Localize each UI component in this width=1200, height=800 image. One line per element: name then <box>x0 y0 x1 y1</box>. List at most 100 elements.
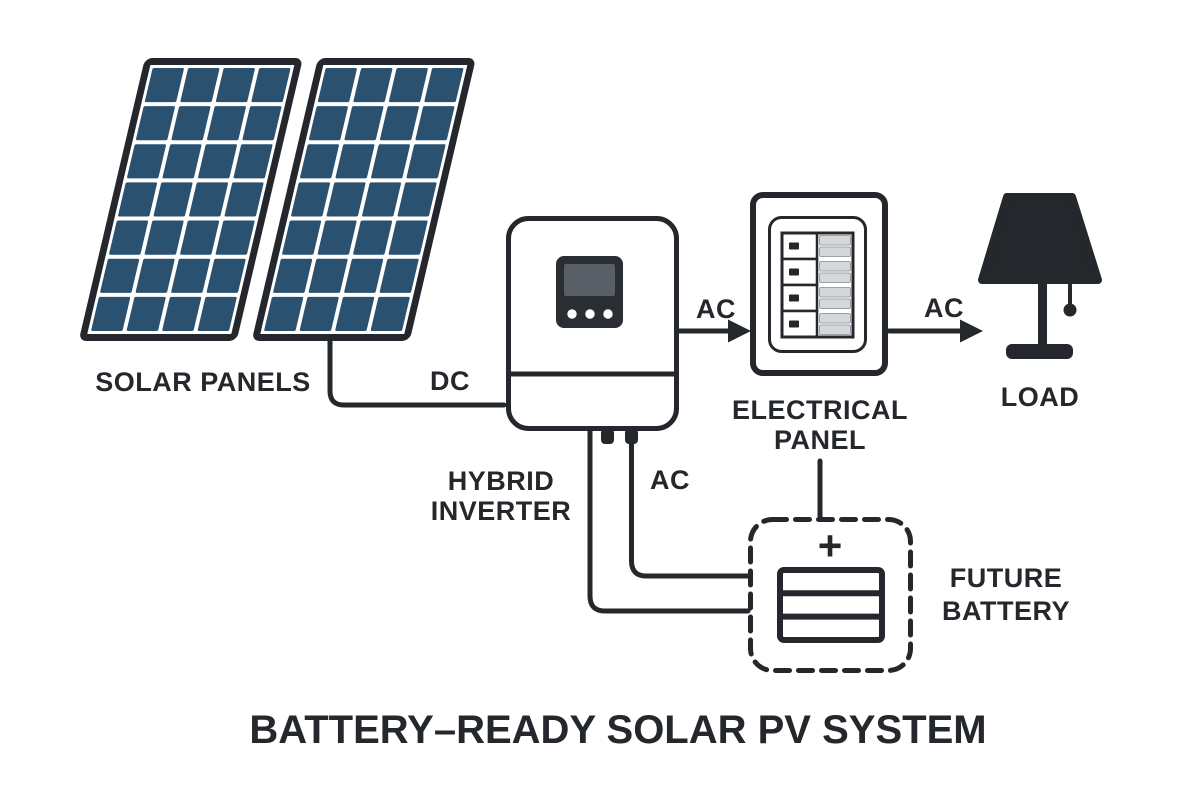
lamp-stem <box>1038 278 1047 348</box>
lamp-shade <box>978 193 1102 284</box>
inverter-button <box>603 309 613 319</box>
solar-cell <box>251 68 291 103</box>
solar-cell <box>197 296 237 331</box>
wire-inverter-to-battery-lower <box>587 427 751 614</box>
electrical-panel-label-line1: ELECTRICAL <box>732 395 908 425</box>
solar-cell <box>317 68 357 103</box>
inverter-connector-stub <box>601 429 614 444</box>
solar-cell <box>162 296 202 331</box>
inverter-connector-stub <box>625 429 638 444</box>
breaker-bar <box>819 298 851 309</box>
breaker-block-outline <box>780 231 855 339</box>
solar-cell <box>317 220 357 255</box>
ac-label-panel-to-load: AC <box>924 293 964 323</box>
solar-cell <box>282 220 322 255</box>
solar-cell <box>171 106 211 141</box>
inverter-buttons <box>567 309 613 319</box>
solar-cell <box>335 144 375 179</box>
ac-label-inverter-to-panel: AC <box>696 294 736 324</box>
electrical-panel <box>750 192 888 376</box>
inverter-button <box>567 309 577 319</box>
inverter-button <box>585 309 595 319</box>
solar-cell <box>233 144 273 179</box>
solar-cell <box>180 220 220 255</box>
hybrid-inverter-label-line2: INVERTER <box>431 496 572 526</box>
solar-cell <box>299 296 339 331</box>
breaker-bar <box>819 261 851 272</box>
solar-cell <box>198 144 237 179</box>
solar-cell <box>309 106 348 141</box>
solar-cell <box>379 258 419 293</box>
breaker-bar <box>819 272 851 283</box>
solar-cell <box>207 106 246 141</box>
solar-cell <box>353 220 393 255</box>
solar-cell <box>308 258 348 293</box>
solar-cell <box>344 258 384 293</box>
solar-cell <box>415 106 455 141</box>
breaker-switch-cell <box>780 283 819 313</box>
solar-cell <box>189 182 229 217</box>
solar-panel-2 <box>253 58 475 341</box>
solar-cell <box>171 258 211 293</box>
solar-cell <box>153 182 193 217</box>
breaker-bar <box>819 324 851 335</box>
ac-label-inverter-to-battery: AC <box>650 465 690 495</box>
future-battery: + <box>748 517 913 673</box>
battery-plus-symbol: + <box>818 522 843 569</box>
solar-cell <box>215 220 255 255</box>
solar-panel-1 <box>80 58 302 341</box>
breaker-switch-cell <box>780 231 819 261</box>
solar-cell <box>135 258 175 293</box>
battery-icon <box>777 567 885 643</box>
future-battery-label-line2: BATTERY <box>942 596 1070 626</box>
diagram-title: BATTERY–READY SOLAR PV SYSTEM <box>249 708 986 752</box>
solar-cell <box>180 68 220 103</box>
solar-cell <box>118 182 158 217</box>
future-battery-label-line1: FUTURE <box>950 563 1063 593</box>
solar-cell <box>224 182 264 217</box>
solar-cell <box>126 296 166 331</box>
arrowhead-right-icon <box>960 319 983 343</box>
solar-cell <box>406 144 446 179</box>
breaker-bar <box>819 235 851 246</box>
solar-cell <box>144 220 184 255</box>
solar-panel-frame <box>80 58 302 341</box>
breaker-bar <box>819 287 851 298</box>
solar-cell <box>380 106 419 141</box>
breaker-switch-cell <box>780 309 819 339</box>
wire-dc-panels-to-inverter <box>327 336 507 408</box>
breaker-grid <box>780 231 851 339</box>
breaker-switch <box>789 268 799 276</box>
load-lamp-icon <box>978 193 1102 359</box>
solar-cell <box>127 144 166 179</box>
dc-label: DC <box>430 366 470 396</box>
solar-cell <box>300 144 339 179</box>
solar-panels-label: SOLAR PANELS <box>95 367 311 397</box>
solar-cell <box>397 182 437 217</box>
solar-cell <box>353 68 393 103</box>
solar-cell <box>206 258 246 293</box>
solar-cell <box>335 296 375 331</box>
solar-cell <box>291 182 331 217</box>
breaker-switch <box>789 294 799 302</box>
solar-cell <box>273 258 313 293</box>
solar-cell-grid <box>91 68 291 331</box>
breaker-bar <box>819 313 851 324</box>
solar-cell <box>344 106 384 141</box>
lamp-base <box>1006 344 1073 359</box>
hybrid-inverter <box>506 216 679 444</box>
breaker-switch <box>789 320 799 328</box>
electrical-panel-label-line2: PANEL <box>774 425 866 455</box>
solar-cell <box>388 68 428 103</box>
solar-cell <box>136 106 175 141</box>
solar-cell <box>362 182 402 217</box>
solar-cell <box>264 296 304 331</box>
hybrid-inverter-label-line1: HYBRID <box>448 466 555 496</box>
arrowhead-right-icon <box>728 319 751 343</box>
solar-cell-grid <box>264 68 464 331</box>
solar-cell <box>424 68 464 103</box>
breaker-bar <box>819 246 851 257</box>
solar-cell <box>162 144 202 179</box>
solar-cell <box>388 220 428 255</box>
